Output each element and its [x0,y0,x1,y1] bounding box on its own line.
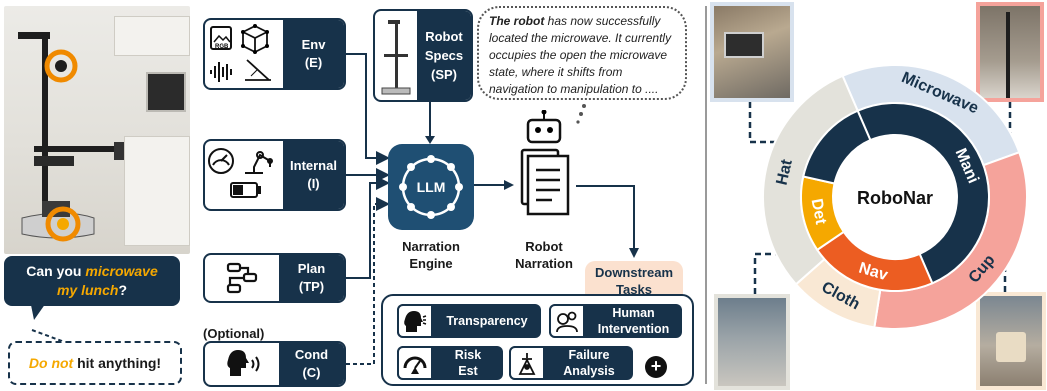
env-module: RGB Env (E) [203,18,346,90]
flowchart-icon [205,255,279,301]
module-connectors [346,53,390,365]
specs-label-1: Robot [425,29,463,44]
talking-head-icon [397,304,433,338]
engine-to-narration-arrow [474,180,514,190]
robot-photo [4,6,190,254]
cup-scene-photo [976,2,1044,102]
plan-module: Plan (TP) [203,253,346,303]
lidar-icon [245,59,271,81]
specs-arrow [425,102,435,144]
internal-label: Internal [290,158,337,173]
env-abbr: (E) [304,55,323,70]
robot-narration-icon [520,110,570,216]
battery-icon [230,182,261,198]
cube-3d-icon [241,24,269,54]
outer-label-hat: Hat [774,157,796,187]
panel-divider [705,6,707,384]
optional-label: (Optional) [203,326,265,341]
gears-head-icon [549,304,585,338]
env-label: Env [301,37,326,52]
task-transparency: Transparency [397,304,541,338]
microwave-scene-photo [710,2,794,102]
plan-abbr: (TP) [298,279,325,294]
speaking-head-icon [205,343,279,385]
llm-label: LLM [417,179,446,195]
broken-robot-icon [509,346,545,380]
internal-module: Internal (I) [203,139,346,211]
donut-center-label: RoboNar [857,188,933,208]
internal-abbr: (I) [307,176,320,191]
narration-thought-bubble: The robot has now successfully located t… [477,6,687,100]
cond-module: Cond (C) [203,341,346,387]
inner-label-det: Det [808,197,830,226]
robot-silhouette-icon [375,11,417,100]
image-rgb-icon: RGB [210,26,232,50]
constraint-bubble: Do not hit anything! [8,341,182,385]
cloth-scene-photo [976,292,1046,390]
env-icons: RGB [205,20,283,88]
cond-label: Cond [294,347,329,362]
gauge-icon [208,148,234,174]
cond-abbr: (C) [302,365,321,380]
plan-label: Plan [297,261,326,276]
risk-gauge-icon [397,346,433,380]
more-tasks-plus-icon: + [645,356,667,378]
donut-center [833,135,957,259]
user-request-bubble: Can you microwave my lunch? [4,256,180,306]
svg-text:RGB: RGB [215,44,229,50]
audio-waveform-icon [210,62,232,82]
llm-chip: LLM [388,144,474,230]
thought-dots [576,104,586,124]
robot-arm-icon [245,151,273,174]
specs-abbr: (SP) [431,67,457,82]
specs-label-2: Specs [424,48,464,63]
hat-scene-photo [714,294,790,390]
bubble-tail [30,300,48,320]
narration-to-tasks-arrow [576,185,639,258]
internal-icons [205,141,283,209]
